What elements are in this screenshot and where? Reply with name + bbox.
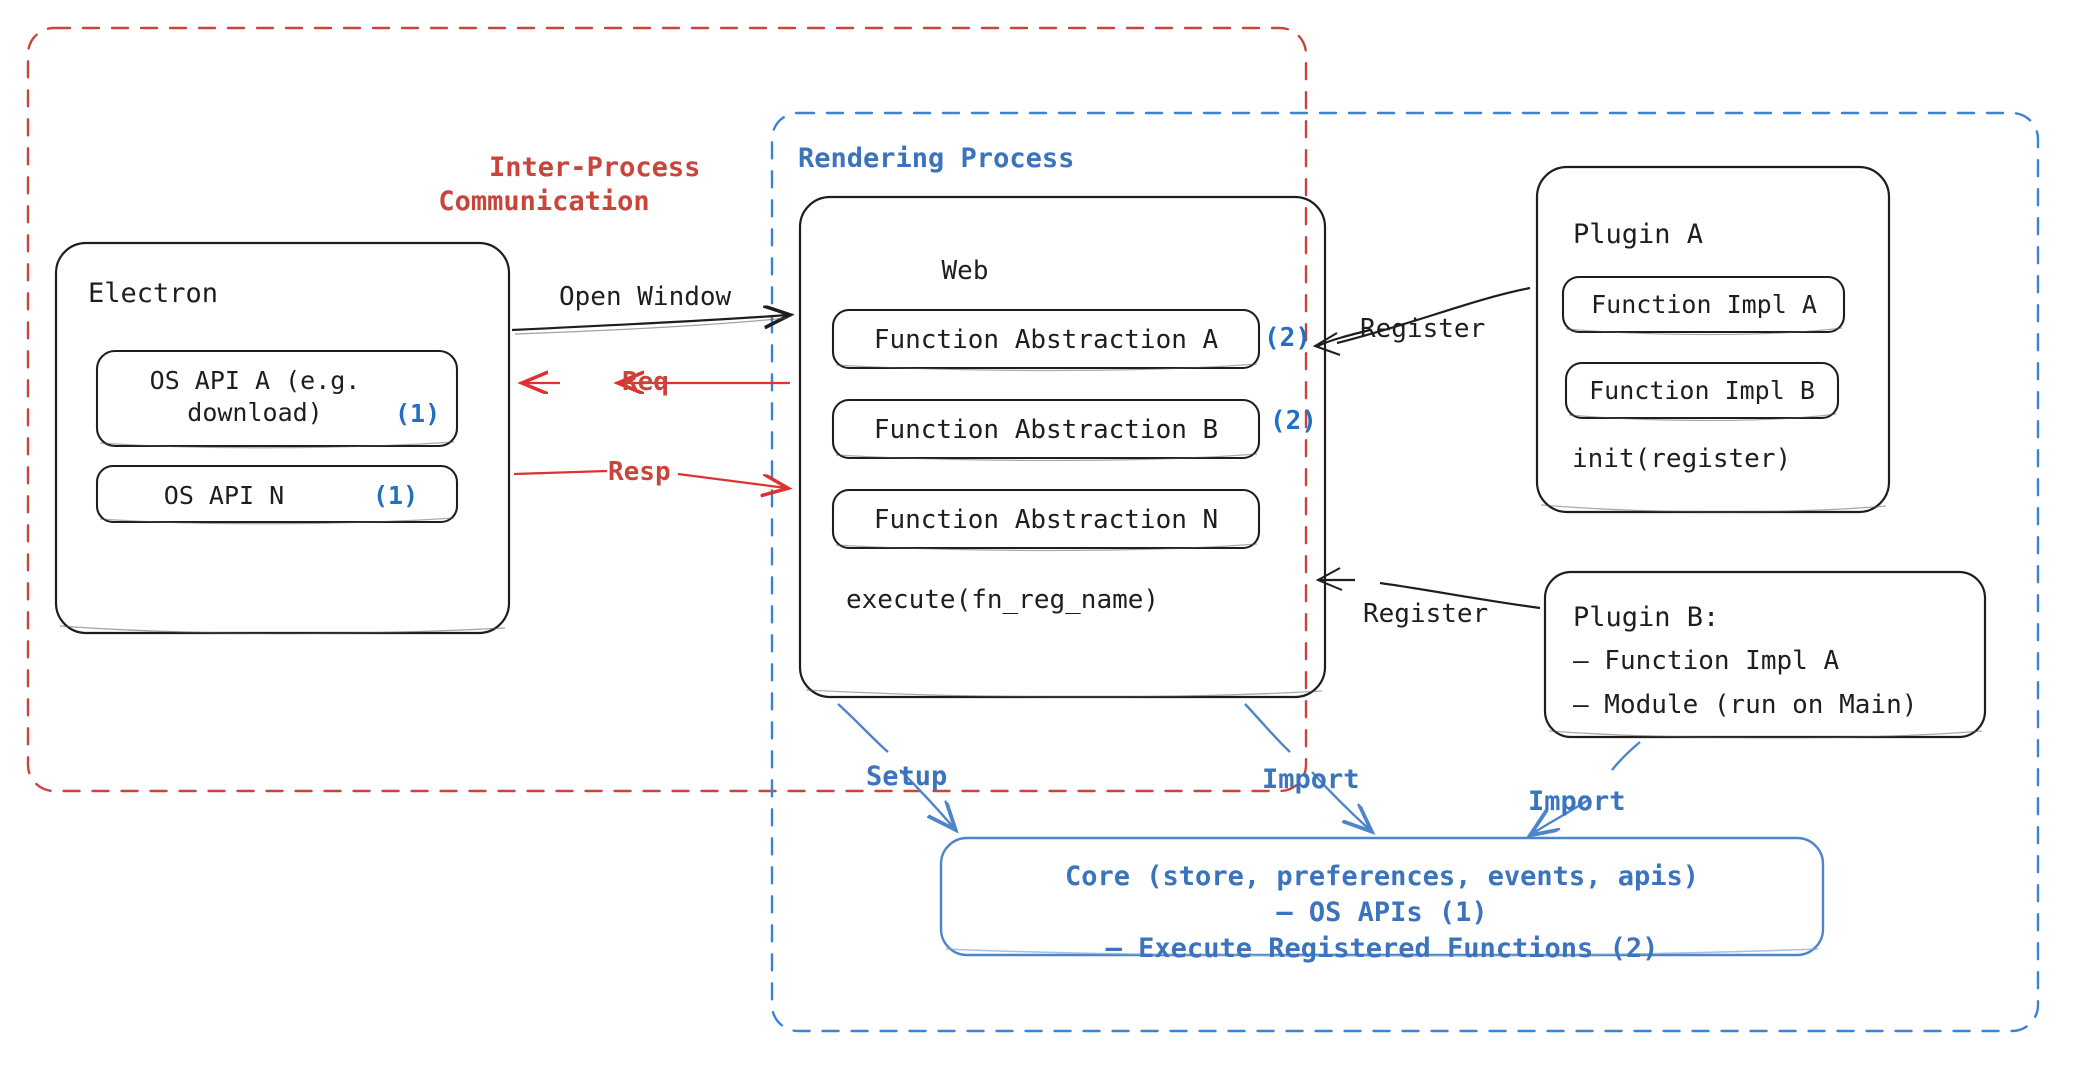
rendering-process-title: Rendering Process bbox=[798, 143, 1075, 174]
os-api-a-tag: (1) bbox=[395, 399, 441, 428]
function-abstraction-b-tag: (2) bbox=[1270, 406, 1317, 436]
function-abstraction-a-label: Function Abstraction A bbox=[873, 325, 1219, 355]
import-right-label: Import bbox=[1528, 786, 1626, 817]
plugin-a-title: Plugin A bbox=[1573, 219, 1704, 250]
function-impl-b-label: Function Impl B bbox=[1589, 376, 1815, 405]
os-api-n-tag: (1) bbox=[373, 481, 419, 510]
function-impl-a-label: Function Impl A bbox=[1591, 290, 1817, 319]
plugin-b-title: Plugin B: bbox=[1573, 602, 1720, 633]
os-api-a-label: OS API A (e.g. download) bbox=[149, 366, 361, 427]
plugin-a-init-label: init(register) bbox=[1572, 444, 1792, 474]
web-box-outline bbox=[798, 195, 1327, 699]
resp-label: Resp bbox=[608, 457, 671, 487]
function-abstraction-a-tag: (2) bbox=[1264, 323, 1311, 353]
plugin-b-line-1: – Function Impl A bbox=[1573, 646, 1840, 676]
core-line-1: Core (store, preferences, events, apis) bbox=[1065, 861, 1699, 892]
web-title: Web bbox=[941, 256, 989, 286]
os-api-n-label: OS API N bbox=[163, 481, 285, 510]
setup-label: Setup bbox=[866, 761, 948, 792]
core-line-2: – OS APIs (1) bbox=[1276, 897, 1488, 928]
req-label: Req bbox=[622, 367, 669, 397]
plugin-b-line-2: – Module (run on Main) bbox=[1573, 690, 1918, 720]
ipc-title: Inter-Process Communication Inter-Proces… bbox=[424, 83, 700, 253]
electron-title: Electron bbox=[88, 278, 219, 309]
core-line-3: – Execute Registered Functions (2) bbox=[1105, 933, 1659, 964]
function-abstraction-n-label: Function Abstraction N bbox=[873, 505, 1219, 535]
open-window-arrow bbox=[511, 315, 788, 335]
register-bottom-label: Register bbox=[1363, 599, 1489, 629]
function-abstraction-b-label: Function Abstraction B bbox=[873, 415, 1219, 445]
register-top-label: Register bbox=[1360, 314, 1486, 344]
import-middle-label: Import bbox=[1262, 764, 1360, 795]
ipc-title-line1: Inter-Process Communication bbox=[438, 152, 701, 218]
web-execute-label: execute(fn_reg_name) bbox=[846, 585, 1160, 615]
open-window-label: Open Window bbox=[559, 282, 732, 312]
